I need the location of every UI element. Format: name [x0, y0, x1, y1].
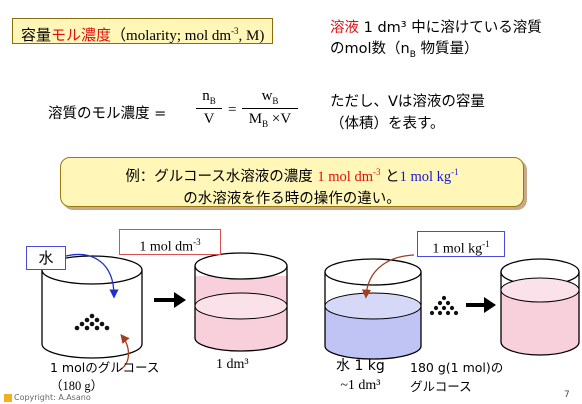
unit-molality-label: 1 mol kg [432, 241, 483, 257]
formula-note-line1: ただし、Vは溶液の容量 [330, 94, 485, 110]
solute-definition: 溶液 1 dm³ 中に溶けている溶質 のmol数（nB 物質量） [330, 18, 580, 66]
caption-glucose-right-line1: 180 g(1 mol)の [410, 360, 504, 375]
caption-volume: 1 dm³ [216, 357, 249, 372]
left-result-beaker [194, 252, 288, 352]
fraction-2-numerator-sub: B [272, 96, 279, 106]
title-paren: （molarity; mol dm [111, 28, 232, 44]
fraction-2: wB MB ×V [242, 88, 298, 129]
glucose-pile-left [74, 313, 110, 331]
title-exponent: -3 [231, 26, 239, 36]
example-line2: の水溶液を作る時の操作の違い。 [183, 190, 401, 207]
fraction-1-numerator: n [202, 88, 210, 104]
fraction-2-denominator-sub: B [262, 119, 269, 129]
molarity-formula: 溶質のモル濃度 = nB V = wB MB ×V [48, 88, 348, 140]
glucose-pointer-arrow-left [119, 333, 130, 371]
right-water-beaker [324, 258, 422, 360]
caption-water-volume: ~1 dm³ [340, 378, 381, 393]
example-intro: 例：グルコース水溶液の濃度 [125, 168, 318, 185]
water-label-box: 水 [26, 246, 66, 270]
caption-glucose-left: 1 molのグルコース （180 g） [50, 358, 159, 396]
solute-definition-line1: 溶液 1 dm³ 中に溶けている溶質 [330, 18, 580, 39]
arrow-right-icon [174, 292, 186, 308]
solute-definition-sub: B [409, 49, 416, 60]
fraction-2-denominator-v: ×V [268, 111, 292, 127]
solute-definition-rest: 1 dm³ 中に溶けている溶質 [359, 20, 542, 36]
caption-glucose-right: 180 g(1 mol)の グルコース [410, 358, 503, 396]
solute-definition-mol: のmol数（n [330, 41, 410, 57]
footer-logo-icon [4, 394, 12, 402]
unit-molarity-exp: -3 [193, 237, 201, 247]
caption-glucose-left-line2: （180 g） [50, 379, 104, 393]
unit-box-molality: 1 mol kg-1 [417, 231, 505, 257]
left-beaker-with-glucose [41, 255, 143, 359]
example-molality-exp: -1 [451, 167, 459, 177]
example-molarity-exp: -3 [373, 167, 381, 177]
right-result-beaker [500, 258, 580, 356]
page-number: 7 [564, 390, 570, 400]
formula-label: 溶質のモル濃度 = [48, 106, 167, 122]
caption-water-mass: 水 1 kg [336, 358, 385, 374]
example-box: 例：グルコース水溶液の濃度 1 mol dm-3 と1 mol kg-1 の水溶… [60, 157, 524, 207]
example-line1: 例：グルコース水溶液の濃度 1 mol dm-3 と1 mol kg-1 [61, 161, 523, 188]
caption-glucose-right-line2: グルコース [410, 379, 472, 394]
glucose-pile-right [429, 295, 459, 316]
fraction-2-numerator: w [261, 88, 273, 104]
caption-glucose-left-line1: 1 molのグルコース [50, 360, 160, 375]
title-box: 容量モル濃度（molarity; mol dm-3, M) [12, 18, 274, 44]
unit-box-molarity: 1 mol dm-3 [119, 229, 221, 255]
fraction-1-numerator-sub: B [209, 96, 216, 106]
unit-molality-exp: -1 [482, 239, 490, 249]
example-molality: 1 mol kg [399, 168, 452, 185]
title-main: 容量 [21, 26, 52, 44]
fraction-1-denominator: V [203, 111, 215, 127]
unit-molarity-label: 1 mol dm [139, 239, 194, 255]
fraction-1: nB V [196, 88, 222, 128]
title-paren-end: , M) [238, 28, 265, 44]
arrow-right-icon-2 [484, 297, 496, 313]
solute-definition-end: 物質量） [415, 41, 479, 57]
fraction-2-denominator-m: M [248, 111, 263, 127]
glucose-pointer-arrow-right [361, 254, 415, 299]
example-and: と [380, 168, 400, 185]
title-highlight: モル濃度 [51, 26, 112, 44]
formula-note-line2: （体積）を表す。 [330, 116, 445, 132]
formula-equals: = [228, 102, 237, 118]
footer-copyright: Copyright: A.Asano [14, 393, 91, 402]
example-molarity: 1 mol dm [317, 168, 373, 185]
formula-note: ただし、Vは溶液の容量 （体積）を表す。 [330, 91, 580, 135]
solute-word: 溶液 [330, 20, 359, 36]
caption-water-right: 水 1 kg ~1 dm³ [336, 356, 385, 396]
solute-definition-line2: のmol数（nB 物質量） [330, 39, 580, 66]
water-pour-arrow [65, 253, 119, 299]
